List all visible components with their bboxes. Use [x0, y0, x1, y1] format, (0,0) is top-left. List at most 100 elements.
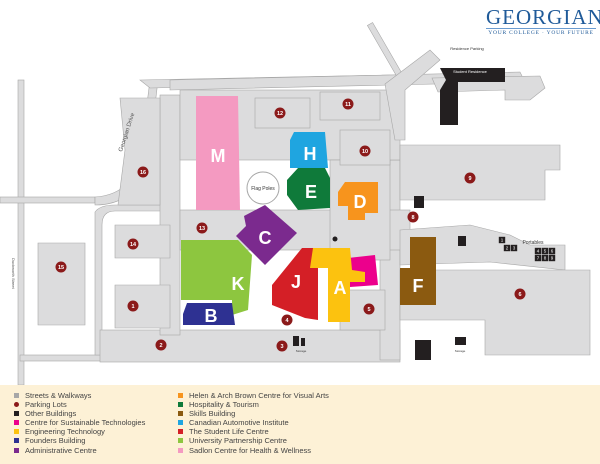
storage-building [301, 338, 305, 346]
legend-label: Parking Lots [25, 400, 67, 410]
building-d-label: D [354, 192, 367, 212]
legend-column: Helen & Arch Brown Centre for Visual Art… [178, 391, 329, 455]
parking-marker-icon [342, 98, 354, 110]
parking-lot-number: 14 [130, 242, 137, 248]
portable-number: 5 [544, 249, 547, 254]
parking-lot-6[interactable]: 6 [514, 288, 526, 300]
parking-lot-15[interactable]: 15 [55, 261, 67, 273]
parking-lot-number: 12 [277, 111, 283, 117]
portable-1[interactable]: 1 [498, 236, 506, 244]
building-c[interactable] [236, 205, 297, 265]
flag-poles [246, 171, 280, 205]
legend-item: Canadian Automotive Institute [178, 418, 329, 427]
other-buildings [293, 68, 505, 360]
parking-lot-12[interactable]: 12 [274, 107, 286, 119]
parking-lot-9[interactable]: 9 [464, 172, 476, 184]
parking-lot-14[interactable]: 14 [127, 238, 139, 250]
portable-8[interactable]: 8 [541, 254, 549, 262]
other-building [332, 236, 338, 242]
parking-lot-2[interactable]: 2 [155, 339, 167, 351]
portable-5[interactable]: 5 [541, 247, 549, 255]
portable-building [534, 254, 542, 262]
parking-marker-icon [363, 303, 375, 315]
portable-4[interactable]: 4 [534, 247, 542, 255]
road [19, 354, 111, 362]
legend-item: Helen & Arch Brown Centre for Visual Art… [178, 391, 329, 400]
building-d[interactable] [338, 182, 378, 220]
parking-marker-icon [155, 339, 167, 351]
parking-lot-8[interactable]: 8 [407, 211, 419, 223]
building-h-label: H [304, 144, 317, 164]
portable-building [498, 236, 506, 244]
parking-marker-icon [407, 211, 419, 223]
portable-building [548, 254, 556, 262]
portable-2[interactable]: 2 [503, 244, 511, 252]
legend-label: The Student Life Centre [189, 427, 269, 437]
parking-lot-number: 10 [362, 149, 368, 155]
legend-label: Canadian Automotive Institute [189, 418, 289, 428]
logo-name: GEORGIAN [486, 5, 600, 29]
building-k[interactable] [181, 240, 252, 315]
storage-label: Storage [455, 349, 466, 353]
parking-marker-icon [274, 107, 286, 119]
building-m[interactable] [196, 96, 240, 210]
parking-lot-5[interactable]: 5 [363, 303, 375, 315]
parking-lot-number: 6 [518, 292, 521, 298]
portable-number: 7 [537, 256, 540, 261]
parking-marker-icon [464, 172, 476, 184]
portable-building [510, 244, 518, 252]
parking-lot-16[interactable]: 16 [137, 166, 149, 178]
parking-marker-icon [127, 300, 139, 312]
legend-item: Hospitality & Tourism [178, 400, 329, 409]
building-k-label: K [232, 274, 245, 294]
building-j[interactable] [272, 248, 318, 320]
portable-building [541, 254, 549, 262]
portable-number: 2 [506, 246, 509, 251]
legend-item: University Partnership Centre [178, 436, 329, 445]
building-m-label: M [211, 146, 226, 166]
color-swatch-icon [178, 411, 183, 417]
legend-item: Founders Building [14, 436, 145, 445]
parking-lot-10[interactable]: 10 [359, 145, 371, 157]
road [94, 204, 171, 356]
parking-lot-number: 5 [367, 307, 370, 313]
color-swatch-icon [178, 447, 183, 453]
color-swatch-icon [178, 402, 183, 408]
building-j-label: J [291, 272, 301, 292]
duckworth-street-label: Duckworth Street [11, 258, 16, 290]
georgian-logo: GEORGIAN YOUR COLLEGE · YOUR FUTURE [486, 5, 600, 36]
legend-item: Administrative Centre [14, 446, 145, 455]
parking-marker-icon [127, 238, 139, 250]
parking-marker-icon [196, 222, 208, 234]
parking-lot-3[interactable]: 3 [276, 340, 288, 352]
parking-lot-1[interactable]: 1 [127, 300, 139, 312]
legend-item: Engineering Technology [14, 427, 145, 436]
color-swatch-icon [178, 429, 183, 435]
building-a[interactable] [310, 248, 365, 322]
color-swatch-icon [14, 411, 19, 417]
parking-lot-15 [37, 242, 86, 326]
parking-lot-11[interactable]: 11 [342, 98, 354, 110]
parking-lot-number: 16 [140, 170, 146, 176]
legend-item: Other Buildings [14, 409, 145, 418]
color-swatch-icon [178, 438, 183, 444]
portable-9[interactable]: 9 [548, 254, 556, 262]
portable-7[interactable]: 7 [534, 254, 542, 262]
color-swatch-icon [14, 429, 19, 435]
parking-lot-13[interactable]: 13 [196, 222, 208, 234]
building-h[interactable] [290, 132, 328, 168]
portable-3[interactable]: 3 [510, 244, 518, 252]
parking-lot-number: 4 [285, 318, 289, 324]
building-e[interactable] [287, 168, 330, 210]
building-b[interactable] [183, 303, 235, 325]
parking-lot-4[interactable]: 4 [281, 314, 293, 326]
color-swatch-icon [14, 447, 19, 453]
building-f[interactable] [400, 237, 436, 305]
portable-6[interactable]: 6 [548, 247, 556, 255]
parking-lot-6 [399, 269, 591, 356]
student-residence [440, 68, 505, 125]
